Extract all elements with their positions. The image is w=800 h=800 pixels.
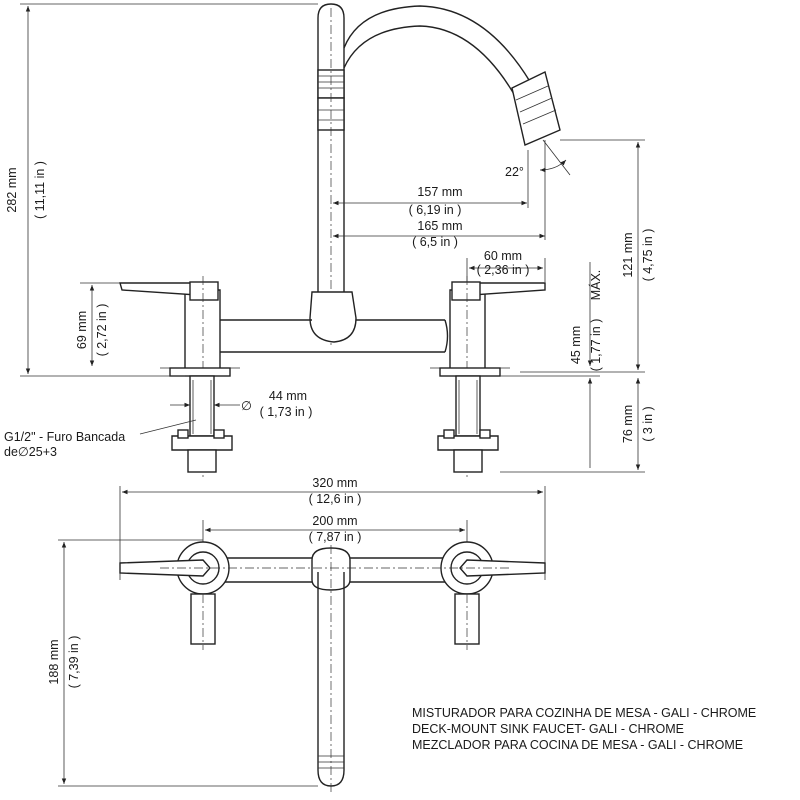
dim-total-height: 282 mm ( 11,11 in ) bbox=[5, 3, 318, 377]
thread-callout: G1/2" - Furo Bancada de∅25+3 bbox=[4, 419, 197, 459]
dim-spout-reach-a-mm: 157 mm bbox=[417, 185, 462, 199]
dim-shank-length-in: ( 3 in ) bbox=[641, 406, 655, 441]
dim-max-deck: 45 mm ( 1,77 in ) MÁX. bbox=[500, 262, 603, 468]
dim-max-deck-mm: 45 mm bbox=[569, 326, 583, 364]
dim-handle-length-mm: 60 mm bbox=[484, 249, 522, 263]
dim-center-spacing: 200 mm ( 7,87 in ) bbox=[202, 514, 468, 548]
dim-handle-length-in: ( 2,36 in ) bbox=[477, 263, 530, 277]
dim-spout-reach-a-in: ( 6,19 in ) bbox=[409, 203, 462, 217]
dim-spout-drop: 121 mm ( 4,75 in ) bbox=[520, 139, 655, 373]
dim-shank-length-mm: 76 mm bbox=[621, 405, 635, 443]
product-title-en: DECK-MOUNT SINK FAUCET- GALI - CHROME bbox=[412, 722, 684, 736]
front-elevation: 282 mm ( 11,11 in ) 69 mm ( 2,72 in ) 15… bbox=[4, 3, 655, 480]
shanks bbox=[169, 367, 501, 473]
dim-top-depth-mm: 188 mm bbox=[47, 639, 61, 684]
dim-spout-angle-label: 22° bbox=[505, 165, 524, 179]
dim-spout-reach-b-in: ( 6,5 in ) bbox=[412, 235, 458, 249]
thread-callout-line2: de∅25+3 bbox=[4, 445, 57, 459]
dim-overall-width-in: ( 12,6 in ) bbox=[309, 492, 362, 506]
dim-max-deck-in: ( 1,77 in ) bbox=[589, 319, 603, 372]
dim-center-spacing-mm: 200 mm bbox=[312, 514, 357, 528]
product-title-pt: MISTURADOR PARA COZINHA DE MESA - GALI -… bbox=[412, 706, 756, 720]
dim-shank-diameter-in: ( 1,73 in ) bbox=[260, 405, 313, 419]
dim-spout-drop-mm: 121 mm bbox=[621, 232, 635, 277]
dim-total-height-mm: 282 mm bbox=[5, 167, 19, 212]
dim-overall-width-mm: 320 mm bbox=[312, 476, 357, 490]
dim-shank-diameter-mm: 44 mm bbox=[269, 389, 307, 403]
dim-total-height-in: ( 11,11 in ) bbox=[33, 161, 47, 219]
top-view: 320 mm ( 12,6 in ) 200 mm ( 7,87 in ) bbox=[47, 476, 546, 795]
dim-shank-length: 76 mm ( 3 in ) bbox=[500, 378, 655, 473]
dim-shank-diameter: ∅ 44 mm ( 1,73 in ) bbox=[170, 389, 312, 419]
dim-body-height-in: ( 2,72 in ) bbox=[95, 304, 109, 357]
dim-body-height: 69 mm ( 2,72 in ) bbox=[75, 282, 120, 366]
product-title-es: MEZCLADOR PARA COCINA DE MESA - GALI - C… bbox=[412, 738, 743, 752]
dim-spout-reach-b-mm: 165 mm bbox=[417, 219, 462, 233]
dim-spout-drop-in: ( 4,75 in ) bbox=[641, 229, 655, 282]
thread-callout-line1: G1/2" - Furo Bancada bbox=[4, 430, 125, 444]
dim-max-deck-label: MÁX. bbox=[588, 270, 603, 301]
dim-top-depth-in: ( 7,39 in ) bbox=[67, 636, 81, 689]
product-title: MISTURADOR PARA COZINHA DE MESA - GALI -… bbox=[412, 706, 756, 752]
dim-spout-reach: 157 mm ( 6,19 in ) 165 mm ( 6,5 in ) bbox=[333, 140, 546, 249]
dim-shank-diameter-symbol: ∅ bbox=[241, 399, 252, 413]
dim-center-spacing-in: ( 7,87 in ) bbox=[309, 530, 362, 544]
faucet-body bbox=[119, 276, 546, 480]
dim-spout-angle: 22° bbox=[505, 139, 571, 179]
spout bbox=[317, 3, 561, 345]
dim-body-height-mm: 69 mm bbox=[75, 311, 89, 349]
dim-top-depth: 188 mm ( 7,39 in ) bbox=[47, 539, 318, 787]
dim-handle-length: 60 mm ( 2,36 in ) bbox=[466, 249, 546, 282]
